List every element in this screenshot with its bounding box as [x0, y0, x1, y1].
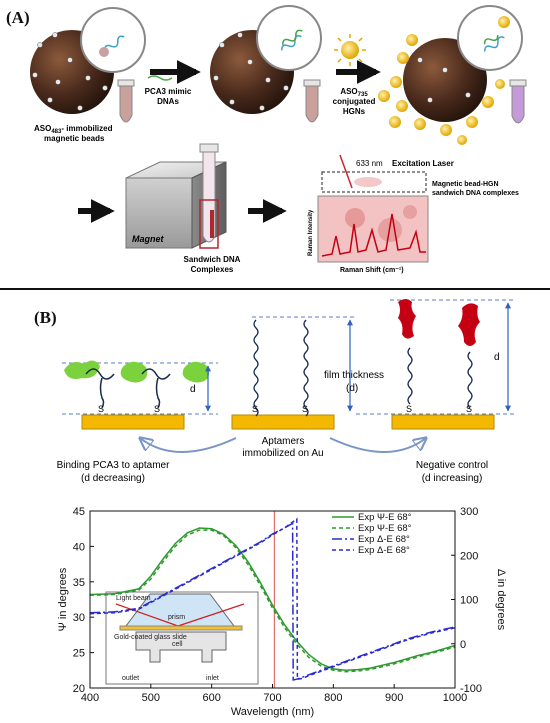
d-left: d — [190, 384, 196, 395]
binding-label-2: (d decreasing) — [81, 473, 145, 484]
step2-label-1: ASO735 — [340, 87, 368, 98]
inset-slide-label: Gold-coated glass slide — [114, 634, 187, 641]
hgn-particle — [334, 34, 366, 66]
inset-prism-label: prism — [168, 614, 185, 621]
inset-cell — [135, 631, 227, 663]
y-axis-label: Ψ in degrees — [57, 567, 69, 631]
d-right: d — [494, 352, 500, 363]
y2-tick-label: 200 — [460, 550, 478, 562]
y2-axis-label: Δ in degrees — [495, 569, 507, 631]
legend-entry-1: Exp Ψ-E 68° — [358, 512, 412, 523]
negative-label-2: (d increasing) — [422, 473, 483, 484]
x-tick-label: 1000 — [443, 692, 467, 704]
y-tick-label: 25 — [73, 648, 85, 660]
aptamer-label-2: immobilized on Au — [242, 448, 323, 459]
legend-entry-4: Exp Δ-E 68° — [358, 545, 410, 556]
svg-text:S: S — [466, 404, 472, 414]
aptamer-label-1: Aptamers — [262, 436, 305, 447]
y-tick-label: 35 — [73, 577, 85, 589]
sandwich-label-1: Sandwich DNA — [184, 255, 241, 264]
laser-wavelength: 633 nm — [356, 159, 383, 168]
panel-divider — [0, 288, 550, 290]
zoom-circle-1 — [80, 7, 146, 73]
panel-b-label: (B) — [34, 308, 57, 327]
y2-tick-label: 100 — [460, 595, 478, 607]
negative-group: S S d — [356, 299, 514, 430]
laser-setup — [321, 154, 427, 193]
inset-slide — [119, 625, 243, 631]
inset-inlet-label: inlet — [206, 675, 219, 682]
svg-text:S: S — [252, 404, 258, 414]
raman-xlabel: Raman Shift (cm⁻¹) — [340, 267, 404, 274]
aptamer-group: S S — [231, 316, 356, 430]
complex-label-1: Magnetic bead-HGN — [432, 181, 499, 188]
beads-label-2: magnetic beads — [44, 134, 105, 143]
beads-label: ASO483- immobilized — [34, 124, 113, 135]
x-tick-label: 500 — [142, 692, 160, 704]
svg-text:S: S — [98, 404, 104, 414]
panel-a-label: (A) — [6, 8, 30, 27]
zoom-circle-3 — [457, 5, 523, 71]
inset-outlet-label: outlet — [122, 675, 139, 682]
svg-text:S: S — [302, 404, 308, 414]
panel-b-diagram: S S d S S film thickness (d) S S — [57, 299, 514, 484]
raman-spectrum-inset — [317, 195, 429, 263]
zoom-circle-2 — [256, 5, 322, 71]
raman-ylabel: Raman Intensity — [308, 209, 314, 256]
y-tick-label: 45 — [73, 506, 85, 518]
series-line-2 — [89, 529, 456, 673]
negative-label-1: Negative control — [416, 460, 488, 471]
series-line-1 — [89, 527, 456, 672]
svg-text:S: S — [406, 404, 412, 414]
x-tick-label: 600 — [202, 692, 220, 704]
x-tick-label: 900 — [385, 692, 403, 704]
tube-3 — [509, 79, 527, 124]
y-tick-label: 40 — [73, 541, 85, 553]
inset-beam-in — [115, 603, 179, 627]
tube-2 — [303, 79, 321, 123]
arrow-to-binding — [140, 438, 237, 453]
y2-tick-label: 300 — [460, 506, 478, 518]
legend-entry-3: Exp Δ-E 68° — [358, 534, 410, 545]
x-tick-label: 700 — [263, 692, 281, 704]
inset-cell-label: cell — [172, 641, 183, 648]
step1-label-1: PCA3 mimic — [145, 87, 192, 96]
magnet-label: Magnet — [132, 234, 165, 244]
magnet-tube — [199, 143, 219, 249]
y-tick-label: 20 — [73, 683, 85, 695]
svg-text:S: S — [154, 404, 160, 414]
inset-light-beam: Light beam — [116, 595, 151, 602]
laser-label: Excitation Laser — [392, 159, 454, 168]
panel-a-diagram: ASO483- immobilized magnetic beads PCA3 … — [30, 5, 527, 274]
x-tick-label: 400 — [81, 692, 99, 704]
complex-label-2: sandwich DNA complexes — [432, 190, 519, 197]
step2-label-3: HGNs — [343, 107, 366, 116]
step2-label-2: conjugated — [333, 97, 376, 106]
sandwich-label-2: Complexes — [191, 265, 234, 274]
inset-beam-out — [177, 603, 245, 627]
tube-1 — [117, 79, 135, 123]
x-tick-label: 800 — [324, 692, 342, 704]
series-line-4 — [89, 517, 456, 681]
arrow-to-negative — [329, 438, 426, 453]
y2-tick-label: 0 — [460, 639, 466, 651]
binding-group: S S d — [62, 360, 218, 430]
y2-tick-label: -100 — [460, 683, 482, 695]
step1-label-2: DNAs — [157, 97, 179, 106]
film-thickness-d: (d) — [346, 383, 358, 394]
binding-label-1: Binding PCA3 to aptamer — [57, 460, 171, 471]
film-thickness-label: film thickness — [324, 370, 384, 381]
x-axis-label: Wavelength (nm) — [231, 706, 314, 718]
series-line-3 — [89, 522, 456, 681]
hgn-cluster — [378, 34, 505, 145]
y-tick-label: 30 — [73, 612, 85, 624]
legend-entry-2: Exp Ψ-E 68° — [358, 523, 412, 534]
